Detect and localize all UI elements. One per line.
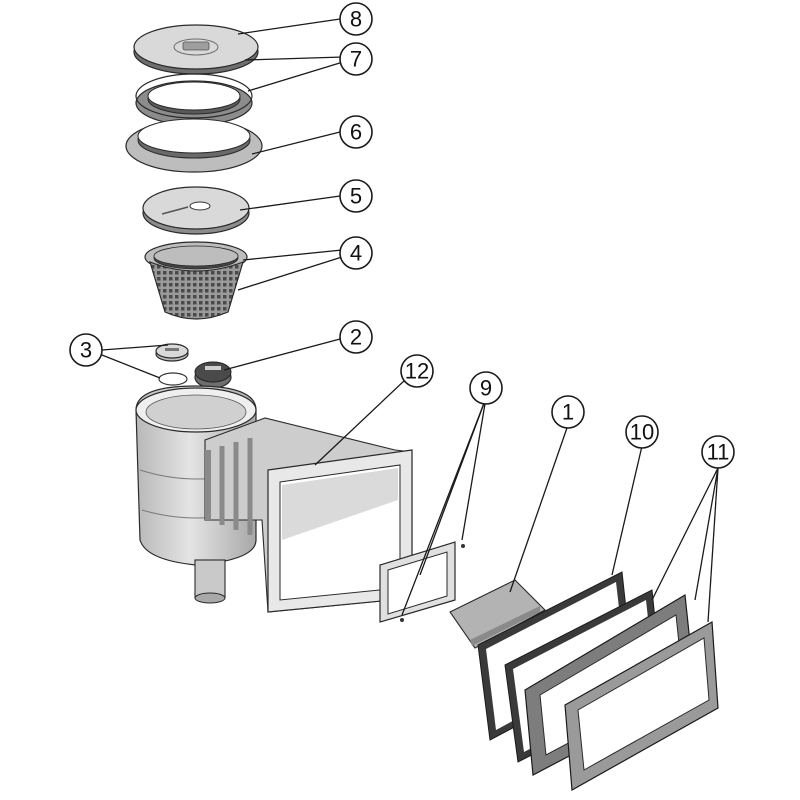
part-2-cap bbox=[194, 361, 232, 389]
callout-label: 8 bbox=[350, 7, 362, 32]
part-11-faceplates bbox=[524, 594, 719, 791]
callout-8: 8 bbox=[339, 2, 373, 36]
part-8-lid bbox=[133, 24, 259, 75]
callout-label: 12 bbox=[405, 359, 429, 384]
callout-label: 9 bbox=[480, 376, 492, 401]
callout-1: 1 bbox=[551, 395, 585, 429]
callout-9: 9 bbox=[469, 371, 503, 405]
callout-label: 11 bbox=[707, 440, 730, 465]
callout-11: 11 bbox=[701, 435, 735, 469]
callout-10: 10 bbox=[625, 415, 659, 449]
callout-label: 1 bbox=[562, 400, 574, 425]
part-7-rings bbox=[135, 73, 253, 126]
callout-label: 2 bbox=[350, 325, 362, 350]
callout-label: 4 bbox=[350, 241, 362, 266]
callout-label: 3 bbox=[80, 338, 92, 363]
callout-4: 4 bbox=[339, 236, 373, 270]
callout-12: 12 bbox=[400, 354, 434, 388]
callout-2: 2 bbox=[339, 320, 373, 354]
part-1-flap bbox=[449, 579, 546, 649]
part-4-basket bbox=[144, 241, 248, 320]
part-6-ring bbox=[125, 118, 263, 173]
part-9-frame bbox=[379, 541, 465, 623]
callout-label: 5 bbox=[350, 184, 362, 209]
callout-3: 3 bbox=[69, 333, 103, 367]
part-5-cover bbox=[142, 186, 250, 235]
callout-label: 7 bbox=[350, 47, 362, 72]
callout-7: 7 bbox=[339, 42, 373, 76]
callout-6: 6 bbox=[339, 115, 373, 149]
callout-label: 6 bbox=[350, 120, 362, 145]
skimmer-body bbox=[135, 385, 413, 613]
callout-5: 5 bbox=[339, 179, 373, 213]
leader-lines bbox=[101, 18, 719, 623]
part-3-caps bbox=[155, 343, 189, 386]
callout-label: 10 bbox=[630, 420, 654, 445]
